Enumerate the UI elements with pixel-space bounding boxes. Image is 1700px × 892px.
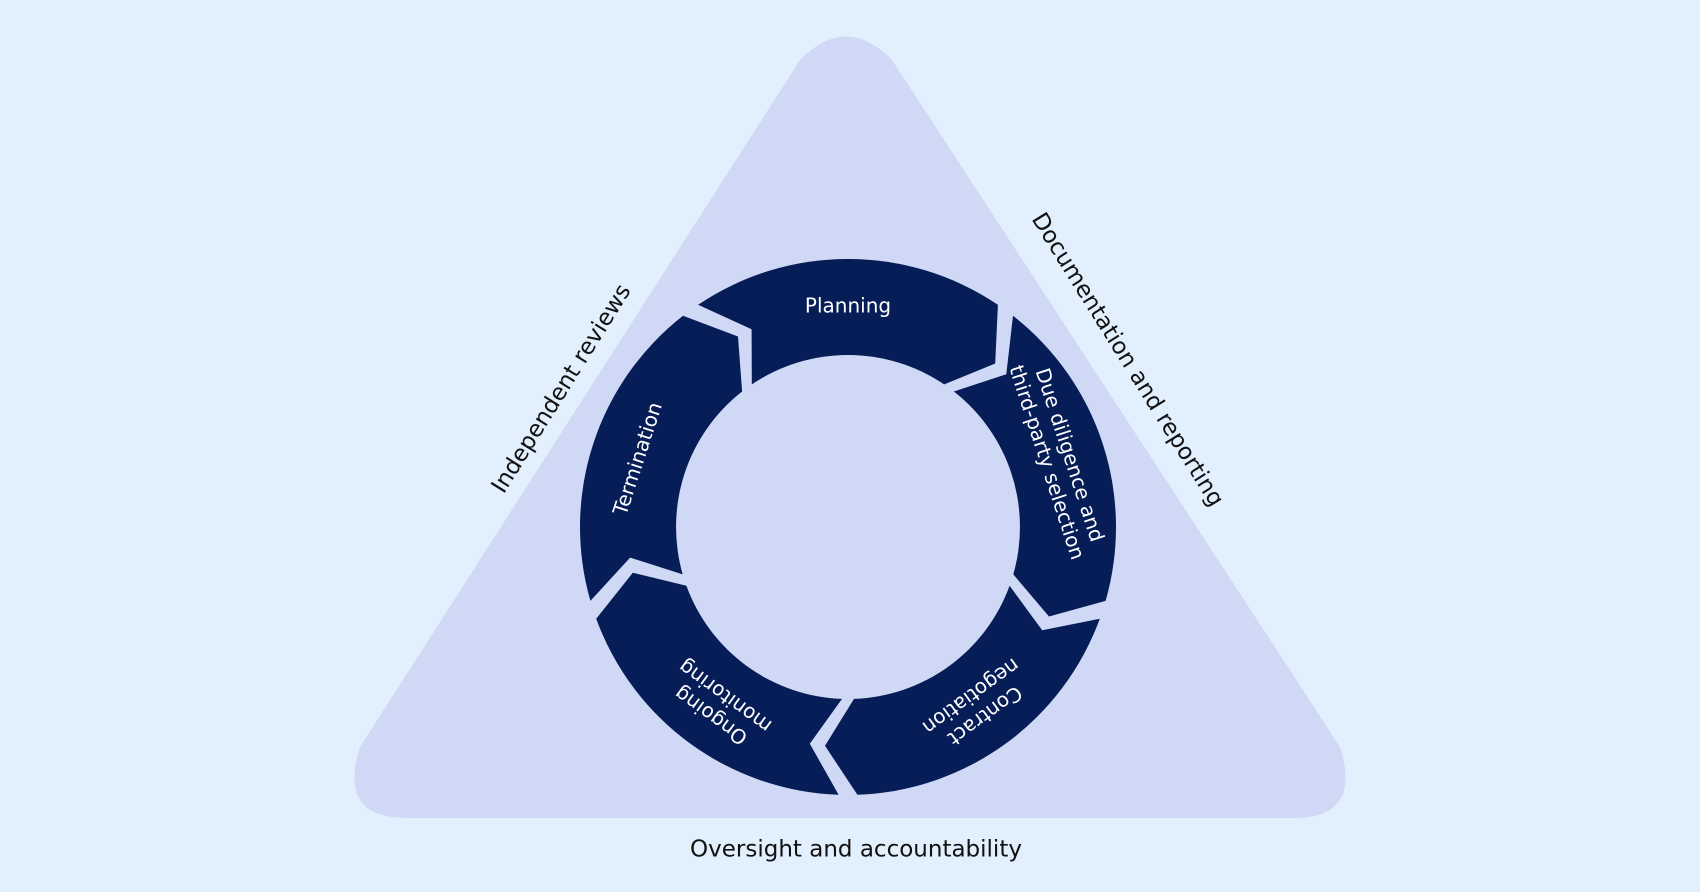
cycle-label-line: Planning bbox=[805, 294, 891, 318]
cycle-segment-ongoing-monitoring bbox=[596, 572, 842, 795]
cycle-segment-contract-negotiation bbox=[825, 585, 1100, 795]
governance-triangle bbox=[354, 36, 1346, 818]
cycle-segment-due-diligence bbox=[953, 315, 1116, 617]
lifecycle-ring bbox=[580, 258, 1116, 795]
cycle-label-planning: Planning bbox=[805, 294, 891, 318]
cycle-segment-planning bbox=[698, 258, 998, 385]
side-label-bottom: Oversight and accountability bbox=[690, 837, 1022, 863]
cycle-segment-termination bbox=[580, 315, 743, 601]
